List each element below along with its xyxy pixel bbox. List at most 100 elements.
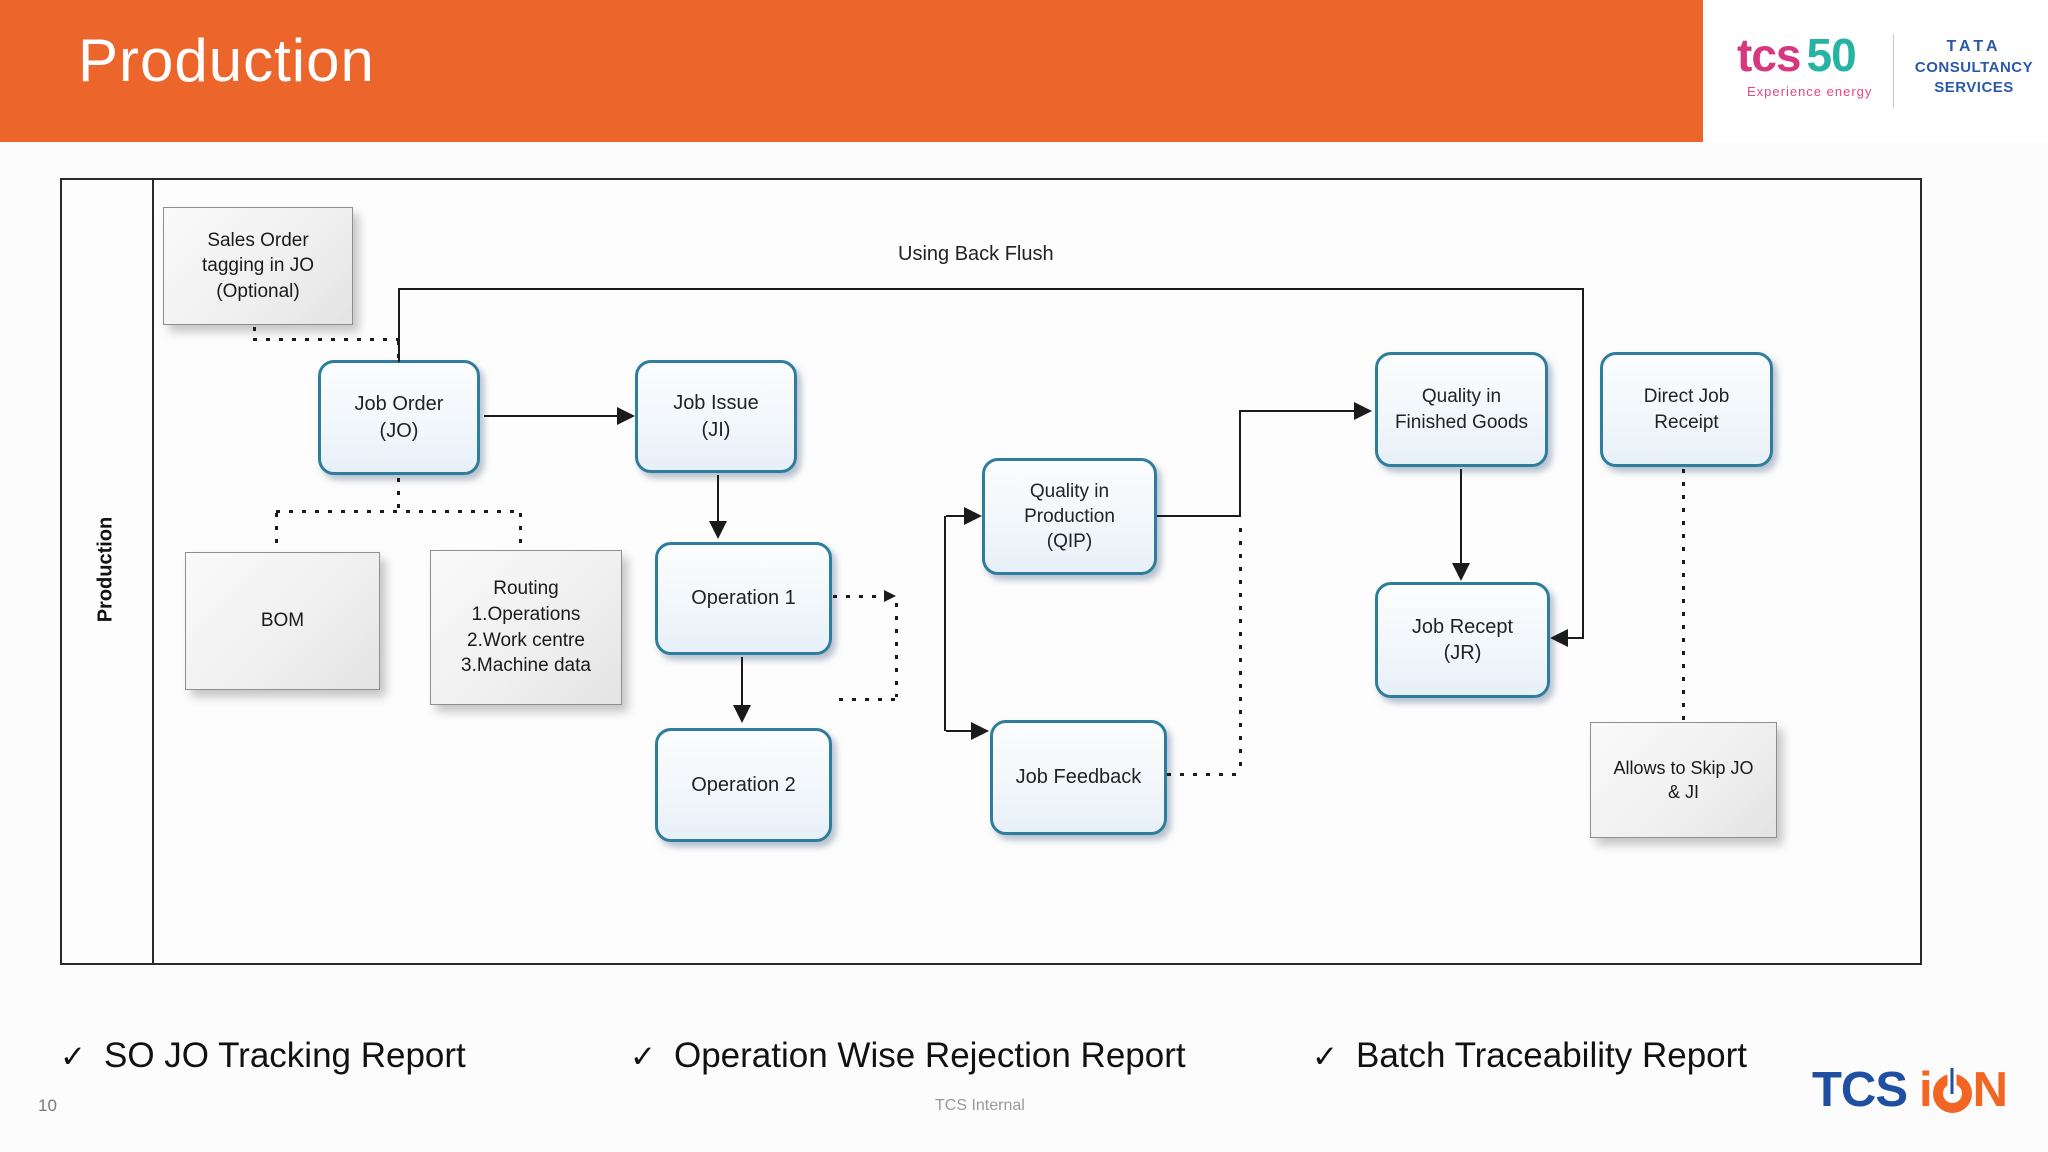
arrowhead-into-job-recept-right xyxy=(1550,629,1568,647)
tata-logo-line3: SERVICES xyxy=(1934,78,2014,96)
page-title: Production xyxy=(78,27,375,94)
process-box-job-order: Job Order (JO) xyxy=(318,360,480,475)
note-line: 1.Operations xyxy=(471,603,581,625)
connector-junction-to-qip xyxy=(946,515,966,517)
process-box-job-recept: Job Recept (JR) xyxy=(1375,582,1550,698)
dotted-operation-loop-drop xyxy=(895,603,898,697)
note-box-bom: BOM xyxy=(185,552,380,690)
arrowhead-into-qip xyxy=(964,507,982,525)
process-box-operation-1: Operation 1 xyxy=(655,542,832,655)
report-item-operation-wise-rejection: ✓ Operation Wise Rejection Report xyxy=(630,1036,1186,1076)
process-line: (JR) xyxy=(1443,642,1482,664)
header-banner xyxy=(0,0,1703,142)
process-line: Job Recept xyxy=(1411,615,1514,638)
process-line: Receipt xyxy=(1654,411,1719,433)
tata-logo-line2: CONSULTANCY xyxy=(1914,58,2034,76)
note-line: BOM xyxy=(260,610,305,632)
process-box-job-feedback: Job Feedback xyxy=(990,720,1167,835)
logo-separator xyxy=(1893,34,1894,108)
note-line: Routing xyxy=(493,578,559,600)
note-box-sales-order: Sales Order tagging in JO (Optional) xyxy=(163,207,353,325)
dotted-direct-receipt-to-allows-skip xyxy=(1682,469,1685,721)
process-line: Finished Goods xyxy=(1394,411,1529,433)
process-box-direct-job-receipt: Direct Job Receipt xyxy=(1600,352,1773,467)
report-item-so-jo-tracking: ✓ SO JO Tracking Report xyxy=(60,1036,466,1076)
connector-job-order-to-job-issue xyxy=(484,415,617,417)
process-line: Job Issue xyxy=(673,392,759,415)
tcs-ion-logo-n: N xyxy=(1972,1063,2008,1117)
process-line: (JO) xyxy=(379,419,419,442)
header-logo-area xyxy=(1703,0,2048,142)
dotted-sales-order-drop xyxy=(253,327,256,340)
dotted-into-bom xyxy=(275,513,278,551)
report-item-batch-traceability: ✓ Batch Traceability Report xyxy=(1312,1036,1747,1076)
arrowhead-dotted-operation-1 xyxy=(884,590,896,602)
page-number: 10 xyxy=(38,1096,57,1115)
connector-qip-rise xyxy=(1239,411,1241,517)
arrowhead-into-job-recept-top xyxy=(1452,563,1470,581)
process-line: Operation 2 xyxy=(691,773,796,796)
process-line: Direct Job xyxy=(1643,386,1730,408)
note-line: 3.Machine data xyxy=(461,655,591,677)
dotted-sales-order-across xyxy=(253,338,399,341)
swimlane-divider xyxy=(152,180,154,963)
connector-job-issue-to-operation-1 xyxy=(717,475,719,521)
tcs50-tagline: Experience energy xyxy=(1747,84,1873,99)
connector-junction-vertical xyxy=(944,516,946,731)
dotted-into-routing xyxy=(519,513,522,548)
connector-backflush-into-job-recept xyxy=(1568,637,1584,639)
dotted-operation-1-out xyxy=(833,595,890,598)
power-icon xyxy=(1932,1067,1972,1113)
dotted-job-feedback-rise xyxy=(1239,528,1242,774)
dotted-job-order-drop xyxy=(397,478,400,512)
process-line: Quality in xyxy=(1029,480,1110,502)
note-line: & JI xyxy=(1667,782,1699,802)
dotted-operation-loop-back xyxy=(839,698,897,701)
note-line: (Optional) xyxy=(216,280,300,302)
process-box-job-issue: Job Issue (JI) xyxy=(635,360,797,473)
connector-backflush-top xyxy=(398,288,1584,290)
connector-qip-out xyxy=(1157,515,1241,517)
tcs50-logo-tcs: tcs xyxy=(1737,29,1801,81)
report-label: SO JO Tracking Report xyxy=(103,1036,466,1075)
check-icon: ✓ xyxy=(630,1039,656,1074)
tata-logo-line1: TATA xyxy=(1946,38,2002,55)
tcs-ion-logo-i: i xyxy=(1919,1063,1933,1117)
dotted-job-feedback-out xyxy=(1167,773,1242,776)
process-box-quality-finished-goods: Quality in Finished Goods xyxy=(1375,352,1548,467)
note-line: tagging in JO xyxy=(202,255,314,277)
check-icon: ✓ xyxy=(1312,1039,1338,1074)
connector-qip-to-qfg xyxy=(1239,410,1355,412)
process-line: (QIP) xyxy=(1046,531,1093,553)
tata-logo: TATA CONSULTANCY SERVICES xyxy=(1906,36,2042,98)
process-line: Quality in xyxy=(1421,386,1502,408)
back-flush-label: Using Back Flush xyxy=(898,243,1054,265)
arrowhead-into-job-feedback xyxy=(971,722,989,740)
process-box-operation-2: Operation 2 xyxy=(655,728,832,842)
dotted-sales-order-into-job-order xyxy=(397,341,400,361)
tcs-ion-logo-tcs: TCS xyxy=(1812,1063,1908,1117)
note-line: Allows to Skip JO xyxy=(1613,757,1754,778)
tcs50-logo-fifty: 50 xyxy=(1806,29,1856,81)
classification-label: TCS Internal xyxy=(935,1097,1025,1114)
note-box-routing: Routing 1.Operations 2.Work centre 3.Mac… xyxy=(430,550,622,705)
process-line: Operation 1 xyxy=(691,587,796,610)
arrowhead-into-operation-1 xyxy=(709,521,727,539)
connector-backflush-drop xyxy=(1582,288,1584,638)
note-line: 2.Work centre xyxy=(467,629,585,651)
check-icon: ✓ xyxy=(60,1039,86,1074)
process-line: Job Feedback xyxy=(1015,766,1142,789)
note-box-allows-skip: Allows to Skip JO & JI xyxy=(1590,722,1777,838)
arrowhead-into-job-issue xyxy=(617,407,635,425)
report-label: Operation Wise Rejection Report xyxy=(673,1036,1186,1075)
swimlane-label: Production xyxy=(94,516,117,623)
process-line: (JI) xyxy=(701,418,731,441)
connector-backflush-rise xyxy=(398,290,400,362)
process-line: Job Order xyxy=(354,393,444,416)
process-box-qip: Quality in Production (QIP) xyxy=(982,458,1157,575)
connector-qfg-to-job-recept xyxy=(1460,469,1462,565)
arrowhead-into-quality-finished-goods xyxy=(1354,402,1372,420)
